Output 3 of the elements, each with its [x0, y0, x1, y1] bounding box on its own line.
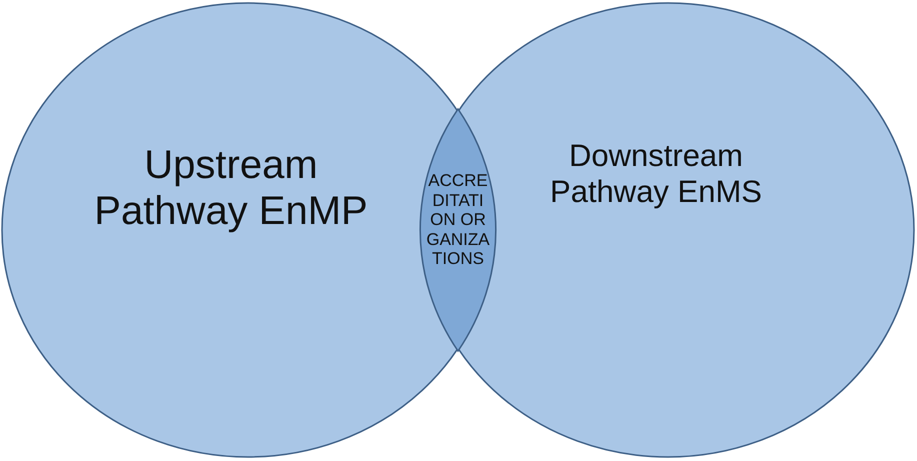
region-label: Upstream Pathway EnMP: [93, 142, 369, 234]
region-label: ACCREDITATION ORGANIZATIONS: [426, 171, 490, 269]
region-label: Downstream Pathway EnMS: [549, 138, 763, 210]
